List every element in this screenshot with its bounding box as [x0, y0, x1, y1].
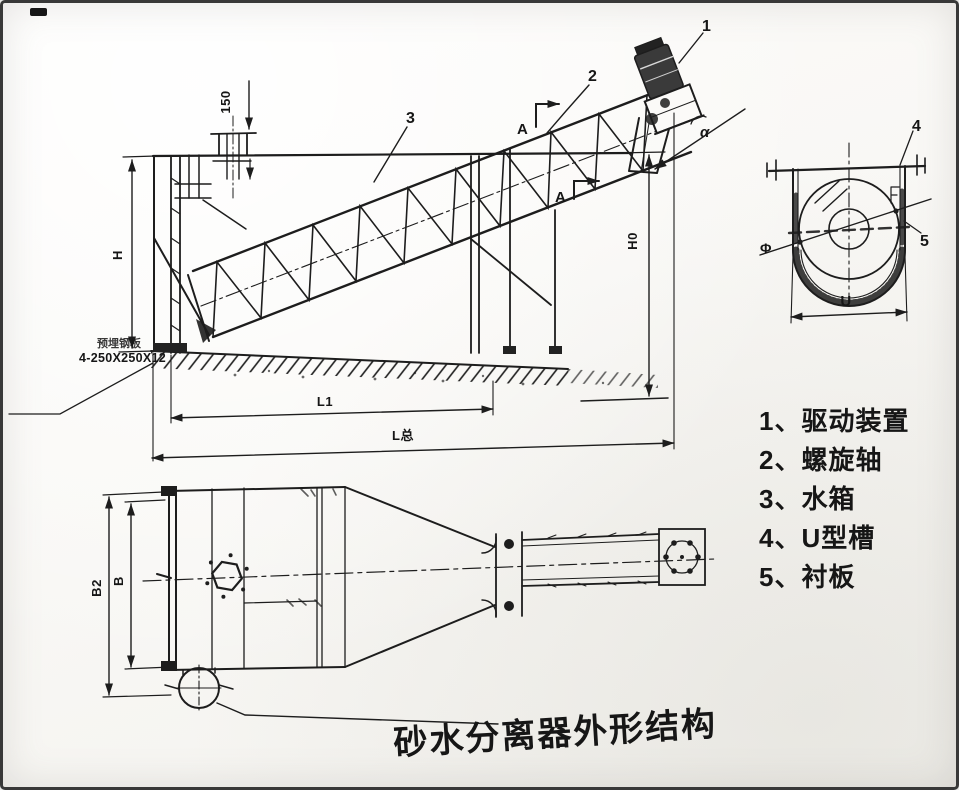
dim-label-u: U	[840, 293, 851, 310]
anchor-note-line1: 预埋钢板	[97, 336, 142, 350]
dim-label-b: B	[111, 576, 126, 586]
labels: 150 H H0 L1 L总 U Φ α B2 B 1 2 3 4 5 A A …	[79, 18, 929, 597]
dim-label-l1: L1	[317, 394, 333, 409]
faded-annotation-marks	[286, 488, 337, 607]
anchor-note-line2: 4-250X250X12	[79, 351, 166, 365]
dim-label-h: H	[110, 250, 125, 260]
dim-label-h0: H0	[625, 232, 640, 250]
side-view	[8, 32, 746, 462]
ground-hatch	[151, 351, 568, 386]
dim-label-phi: Φ	[760, 240, 772, 256]
drive-motor	[633, 36, 705, 136]
inlet-weir	[174, 80, 257, 230]
screw-flight-zigzag	[212, 94, 648, 338]
legend-item-1: 1、驱动装置	[759, 406, 909, 436]
drawing-title: 砂水分离器外形结构	[392, 704, 718, 763]
legend-item-4: 4、U型槽	[759, 523, 875, 553]
legend-item-2: 2、螺旋轴	[759, 445, 882, 475]
angle-label-alpha: α	[700, 124, 710, 141]
bottom-outlet	[164, 664, 499, 725]
legend-item-3: 3、水箱	[759, 484, 855, 514]
legend: 1、驱动装置 2、螺旋轴 3、水箱 4、U型槽 5、衬板	[759, 406, 909, 592]
scan-artifact-mark	[30, 8, 47, 16]
callout-5: 5	[920, 233, 929, 250]
u-trough-section-view	[759, 130, 932, 324]
dim-label-b2: B2	[89, 579, 104, 597]
dim-label-150: 150	[218, 90, 233, 113]
discharge-chute	[628, 98, 670, 174]
callout-4: 4	[912, 118, 921, 135]
callout-2: 2	[588, 68, 597, 85]
hex-port	[205, 553, 249, 599]
engineering-drawing: 150 H H0 L1 L总 U Φ α B2 B 1 2 3 4 5 A A …	[8, 8, 932, 763]
section-label-a-upper: A	[517, 121, 528, 138]
legend-item-5: 5、衬板	[759, 562, 855, 592]
callout-3: 3	[406, 110, 415, 127]
callout-1: 1	[702, 18, 711, 35]
plan-view	[102, 486, 716, 725]
dim-label-ltotal: L总	[392, 428, 414, 443]
section-label-a-lower: A	[555, 189, 566, 206]
